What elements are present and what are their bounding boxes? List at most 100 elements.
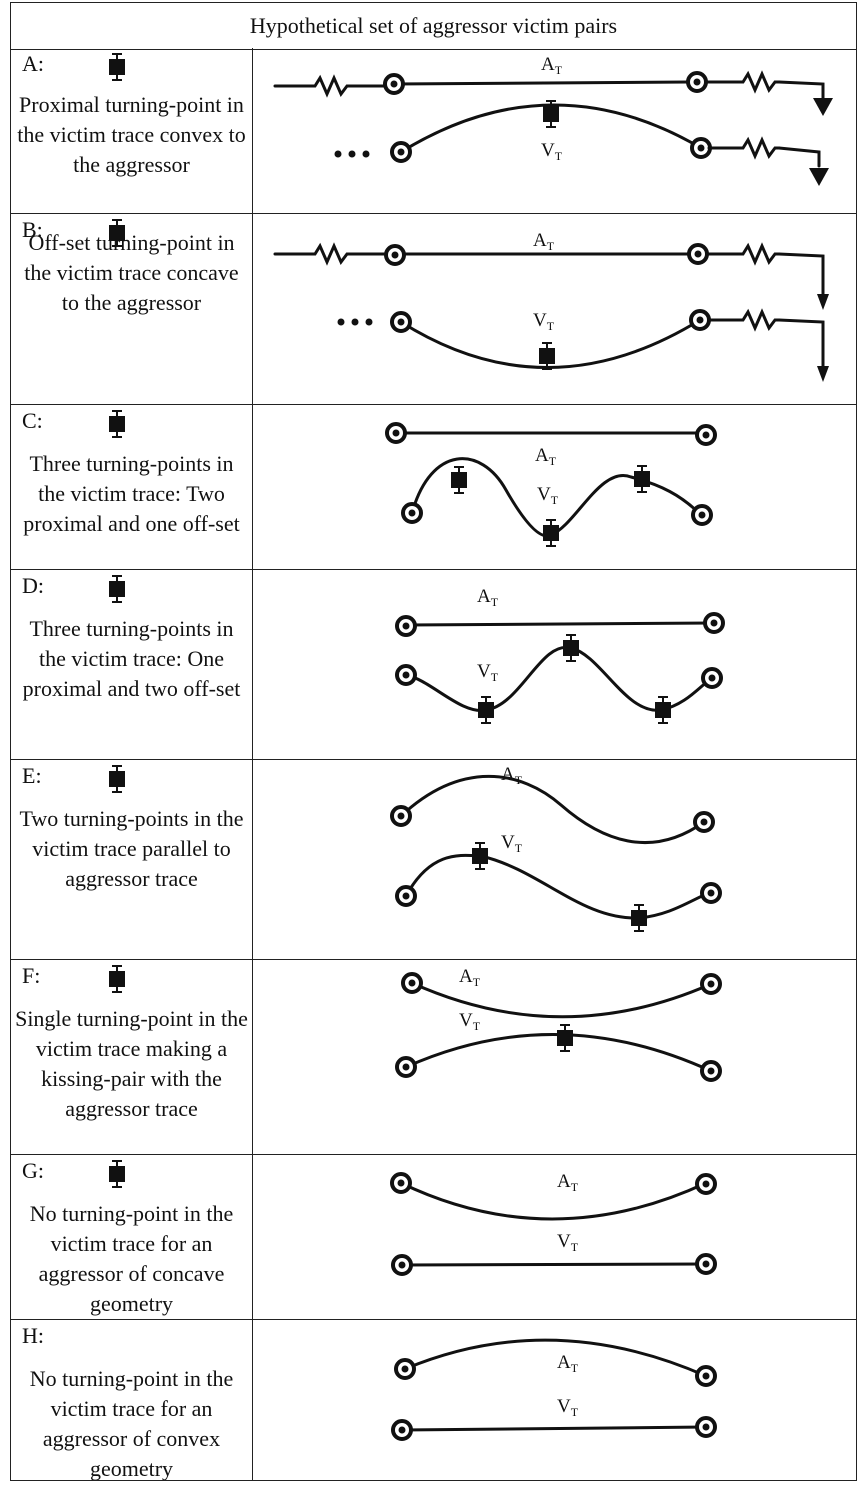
via-pad-icon xyxy=(703,612,725,634)
turning-point-marker-icon xyxy=(563,634,579,662)
turning-point-legend-icon xyxy=(109,575,125,603)
via-pad-icon xyxy=(391,1419,413,1441)
turning-point-legend-icon xyxy=(109,965,125,993)
aggressor-label: AT xyxy=(557,1352,579,1375)
table-row: E: Two turning-points in the victim trace… xyxy=(10,760,857,960)
aggressor-label: AT xyxy=(535,445,557,468)
row-letter: D: xyxy=(22,573,44,598)
via-pad-icon xyxy=(390,805,412,827)
ellipsis-dots-icon xyxy=(337,318,373,326)
aggressor-label: AT xyxy=(541,54,563,77)
resistor-icon xyxy=(737,308,781,332)
victim-label: VT xyxy=(541,140,563,163)
resistor-icon xyxy=(309,242,353,266)
turning-point-marker-icon xyxy=(543,519,559,547)
row-letter: C: xyxy=(22,408,43,433)
ground-arrow-icon xyxy=(817,294,829,310)
victim-trace xyxy=(400,1262,708,1267)
via-pad-icon xyxy=(689,309,711,331)
diagram-cell: AT VT xyxy=(253,405,856,569)
row-description: Two turning-points in the victim trace p… xyxy=(19,806,244,891)
via-pad-icon xyxy=(390,311,412,333)
description-cell: G:No turning-point in the victim trace f… xyxy=(11,1155,253,1319)
ellipsis-dots-icon xyxy=(334,150,370,158)
row-description: No turning-point in the victim trace for… xyxy=(29,1201,234,1316)
aggressor-trace xyxy=(392,80,691,86)
row-letter: E: xyxy=(22,763,42,788)
aggressor-label: AT xyxy=(459,966,481,989)
turning-point-marker-icon xyxy=(557,1024,573,1052)
trace-pair-diagram: AT VT xyxy=(385,422,717,547)
via-pad-icon xyxy=(395,1056,417,1078)
turning-point-marker-icon xyxy=(543,100,559,128)
victim-trace xyxy=(399,318,702,369)
aggressor-trace xyxy=(403,1338,708,1378)
aggressor-label: AT xyxy=(477,586,499,609)
resistor-icon xyxy=(737,242,781,266)
turning-point-legend-icon xyxy=(109,1160,125,1188)
via-pad-icon xyxy=(690,137,712,159)
via-pad-icon xyxy=(686,71,708,93)
description-cell: E: Two turning-points in the victim trace… xyxy=(11,760,253,959)
via-pad-icon xyxy=(385,422,407,444)
via-pad-icon xyxy=(695,424,717,446)
resistor-icon xyxy=(737,136,781,160)
turning-point-marker-icon xyxy=(109,765,125,793)
via-pad-icon xyxy=(390,141,412,163)
victim-trace xyxy=(404,645,714,712)
via-pad-icon xyxy=(395,664,417,686)
description-cell: C:Three turning-points in the victim tra… xyxy=(11,405,253,569)
via-pad-icon xyxy=(700,882,722,904)
row-letter: B: xyxy=(22,217,43,242)
via-pad-icon xyxy=(693,811,715,833)
aggressor-trace xyxy=(410,981,713,1019)
via-pad-icon xyxy=(695,1365,717,1387)
aggressor-label: AT xyxy=(533,230,555,253)
via-pad-icon xyxy=(701,667,723,689)
turning-point-marker-icon xyxy=(472,842,488,870)
turning-point-marker-icon xyxy=(631,904,647,932)
via-pad-icon xyxy=(695,1253,717,1275)
row-description: Three turning-points in the victim trace… xyxy=(22,616,241,701)
description-cell: B:Off-set turning-point in the victim tr… xyxy=(11,214,253,404)
diagram-cell: AT VT xyxy=(253,48,856,213)
turning-point-marker-icon xyxy=(634,465,650,493)
turning-point-legend-icon xyxy=(109,219,125,247)
turning-point-marker-icon xyxy=(109,219,125,247)
turning-point-marker-icon xyxy=(109,53,125,81)
victim-label: VT xyxy=(537,484,559,507)
trace-pair-diagram: AT VT xyxy=(273,54,833,186)
via-pad-icon xyxy=(394,1358,416,1380)
table-row: H:No turning-point in the victim trace f… xyxy=(10,1320,857,1481)
via-pad-icon xyxy=(383,73,405,95)
turning-point-marker-icon xyxy=(451,466,467,494)
description-cell: D: Three turning-points in the victim tra… xyxy=(11,570,253,759)
via-pad-icon xyxy=(384,244,406,266)
turning-point-legend-icon xyxy=(109,765,125,793)
turning-point-marker-icon xyxy=(109,1160,125,1188)
row-letter: A: xyxy=(22,51,44,76)
via-pad-icon xyxy=(401,972,423,994)
via-pad-icon xyxy=(390,1172,412,1194)
row-description: Single turning-point in the victim trace… xyxy=(15,1006,248,1121)
turning-point-marker-icon xyxy=(109,965,125,993)
description-cell: A: Proximal turning-point in the victim t… xyxy=(11,48,253,213)
via-pad-icon xyxy=(687,243,709,265)
ground-arrow-icon xyxy=(809,168,829,186)
victim-trace xyxy=(400,1425,708,1432)
table-row: B:Off-set turning-point in the victim tr… xyxy=(10,214,857,405)
turning-point-marker-icon xyxy=(478,696,494,724)
victim-trace xyxy=(404,853,713,920)
description-cell: H:No turning-point in the victim trace f… xyxy=(11,1320,253,1480)
via-pad-icon xyxy=(401,502,423,524)
row-description: Proximal turning-point in the victim tra… xyxy=(17,92,246,177)
via-pad-icon xyxy=(700,1060,722,1082)
aggressor-trace xyxy=(404,621,716,627)
